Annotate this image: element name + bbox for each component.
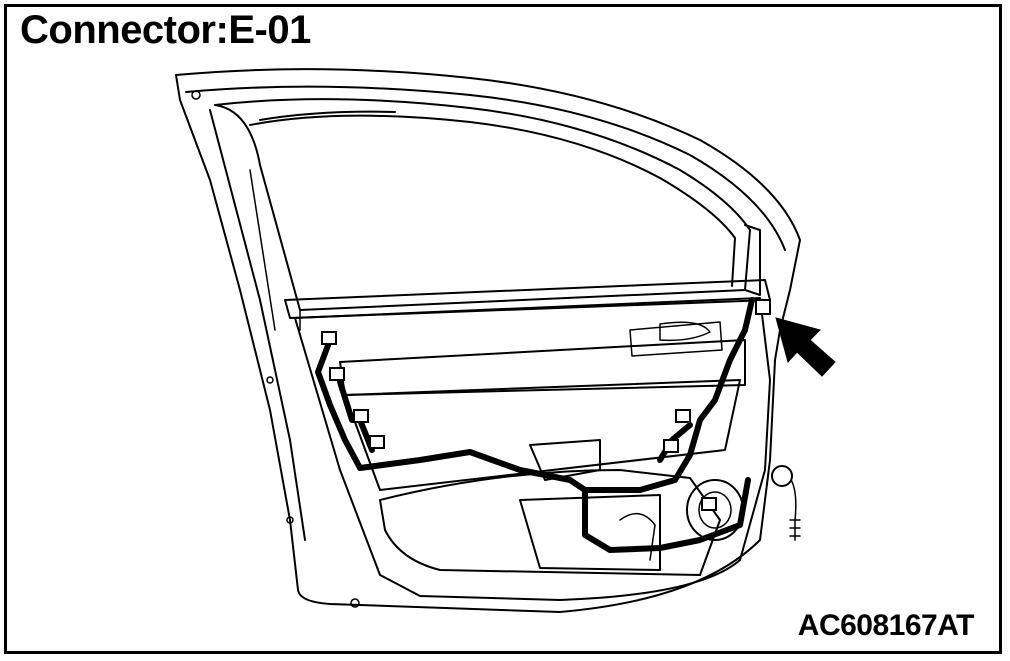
inner-panel — [294, 297, 771, 601]
connector — [321, 331, 337, 345]
figure-code: AC608167AT — [797, 609, 975, 642]
grommet — [771, 465, 793, 487]
connector — [675, 409, 691, 423]
connector — [353, 409, 369, 423]
door-shell — [175, 68, 801, 613]
connector — [329, 367, 345, 381]
connector — [369, 435, 385, 449]
connector — [663, 439, 679, 453]
arrow-icon — [775, 317, 836, 377]
belt-line — [284, 279, 771, 331]
diagram-border — [4, 4, 1002, 654]
connector — [701, 497, 717, 511]
window-frame — [214, 98, 761, 311]
wiring-harness — [315, 297, 801, 553]
page-title: Connector:E-01 — [20, 8, 311, 52]
connector-e-01 — [755, 299, 771, 315]
connectors — [321, 299, 793, 511]
